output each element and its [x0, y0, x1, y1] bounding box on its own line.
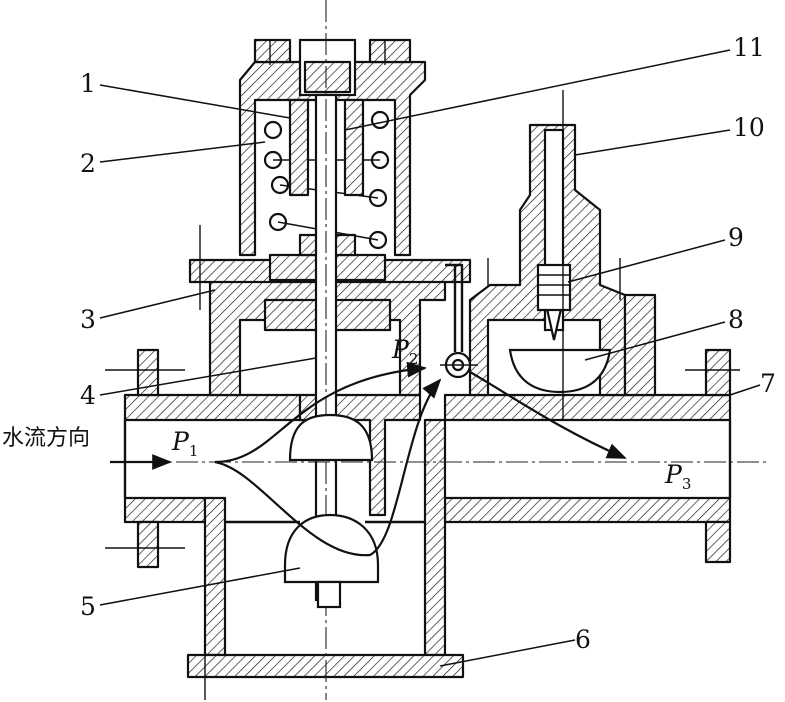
flow-paths [110, 361, 770, 557]
label-8: 8 [728, 305, 744, 334]
bonnet [238, 38, 427, 282]
label-10: 10 [733, 113, 765, 142]
label-1: 1 [80, 69, 96, 98]
label-3: 3 [80, 305, 96, 334]
label-11: 11 [733, 33, 765, 62]
label-4: 4 [80, 381, 96, 410]
flow-arrow-to-p3 [469, 371, 627, 460]
flow-arrow-to-p2-upper [214, 361, 427, 464]
pressure-p2-label: P2 [391, 335, 418, 368]
pressure-p1-label: P1 [171, 427, 198, 460]
flow-direction-label: 水流方向 [2, 426, 90, 451]
label-5: 5 [80, 592, 96, 621]
flow-arrow-to-p2-lower [214, 378, 442, 557]
label-7: 7 [760, 369, 776, 398]
label-6: 6 [575, 625, 591, 654]
label-9: 9 [728, 223, 744, 252]
outlet-pipe [443, 348, 740, 564]
control-tube [440, 263, 478, 379]
pilot-valve [468, 90, 657, 420]
pressure-p3-label: P3 [664, 460, 691, 493]
label-2: 2 [80, 149, 96, 178]
inlet-pipe [105, 348, 302, 569]
leader-lines [99, 49, 761, 667]
